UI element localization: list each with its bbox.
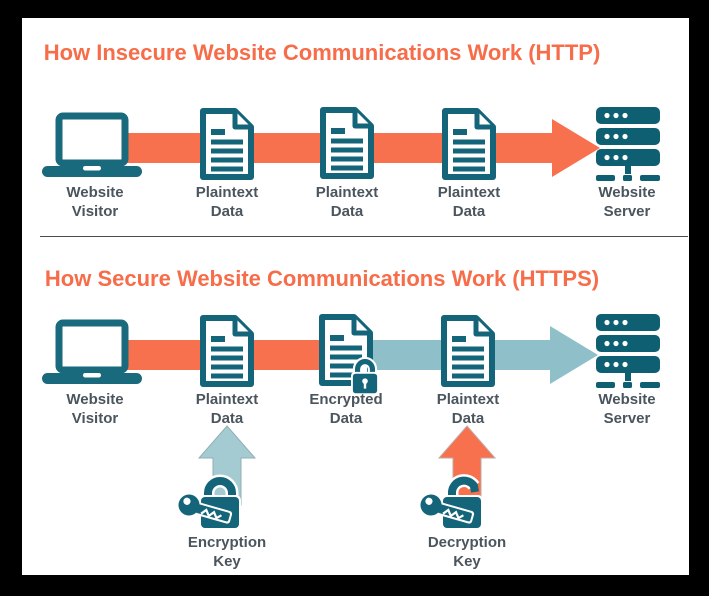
server-icon (596, 107, 660, 183)
node-label-plaintext-data: Plaintext Data (195, 184, 259, 220)
node-label-plaintext-data: Plaintext Data (315, 184, 379, 220)
http-section-title: How Insecure Website Communications Work… (43, 40, 601, 65)
document-icon (199, 314, 255, 388)
label-encryption-key: Encryption Key (187, 534, 267, 570)
laptop-icon (42, 319, 142, 385)
section-divider (40, 236, 688, 237)
node-label-plaintext-data: Plaintext Data (195, 391, 259, 427)
label-decryption-key: Decryption Key (427, 534, 507, 570)
server-icon (596, 314, 660, 390)
node-label-website-server: Website Server (598, 184, 656, 220)
document-icon (199, 107, 255, 181)
node-label-plaintext-data: Plaintext Data (436, 391, 500, 427)
node-label-website-visitor: Website Visitor (66, 391, 124, 427)
node-label-encrypted-data: Encrypted Data (309, 391, 383, 427)
key-lock-open-icon (419, 473, 491, 531)
node-label-website-visitor: Website Visitor (66, 184, 124, 220)
document-icon (319, 106, 375, 180)
https-section-title: How Secure Website Communications Work (… (44, 266, 600, 291)
node-label-plaintext-data: Plaintext Data (437, 184, 501, 220)
laptop-icon (42, 112, 142, 178)
node-label-website-server: Website Server (598, 391, 656, 427)
document-icon (441, 107, 497, 181)
document-icon (440, 314, 496, 388)
key-lock-closed-icon (177, 473, 249, 531)
